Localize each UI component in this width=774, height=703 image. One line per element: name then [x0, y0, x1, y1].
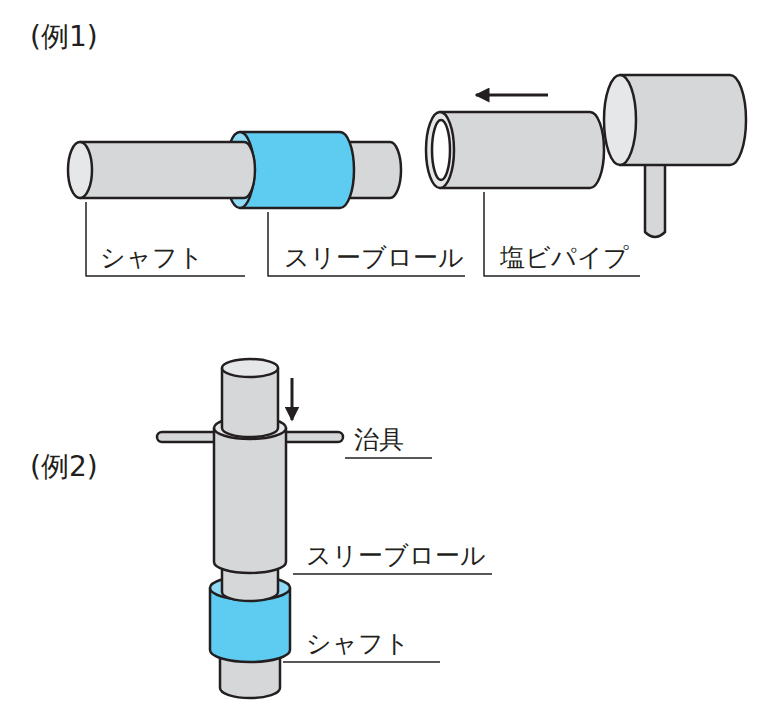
leader-line	[283, 661, 440, 663]
part-label: 治具	[354, 425, 404, 455]
hammer-handle	[645, 160, 665, 237]
leader-line	[268, 212, 465, 276]
pvc-pipe	[440, 112, 604, 188]
jig-rod	[222, 368, 278, 437]
press-arrow	[291, 378, 294, 420]
figure-label: (例2)	[30, 452, 98, 482]
sleeve-roll	[240, 132, 354, 208]
leader-line	[293, 573, 492, 575]
part-label: 塩ビパイプ	[500, 243, 629, 273]
leader-line	[484, 192, 640, 276]
jig-body	[214, 428, 286, 573]
figure-label: (例1)	[30, 22, 98, 52]
pipe-face	[426, 112, 454, 188]
leader-line	[345, 457, 432, 459]
part-label: シャフト	[306, 629, 410, 659]
part-label: スリーブロール	[306, 541, 486, 571]
motion-arrow	[476, 94, 548, 97]
part-label: スリーブロール	[284, 243, 464, 273]
hammer-head	[620, 75, 746, 165]
shaft-end	[68, 142, 92, 198]
part-label: シャフト	[100, 243, 204, 273]
leader-line	[86, 202, 245, 276]
hammer-face	[604, 75, 636, 165]
shaft	[80, 142, 255, 198]
pipe-bore	[432, 120, 450, 180]
rod-top	[222, 359, 278, 377]
